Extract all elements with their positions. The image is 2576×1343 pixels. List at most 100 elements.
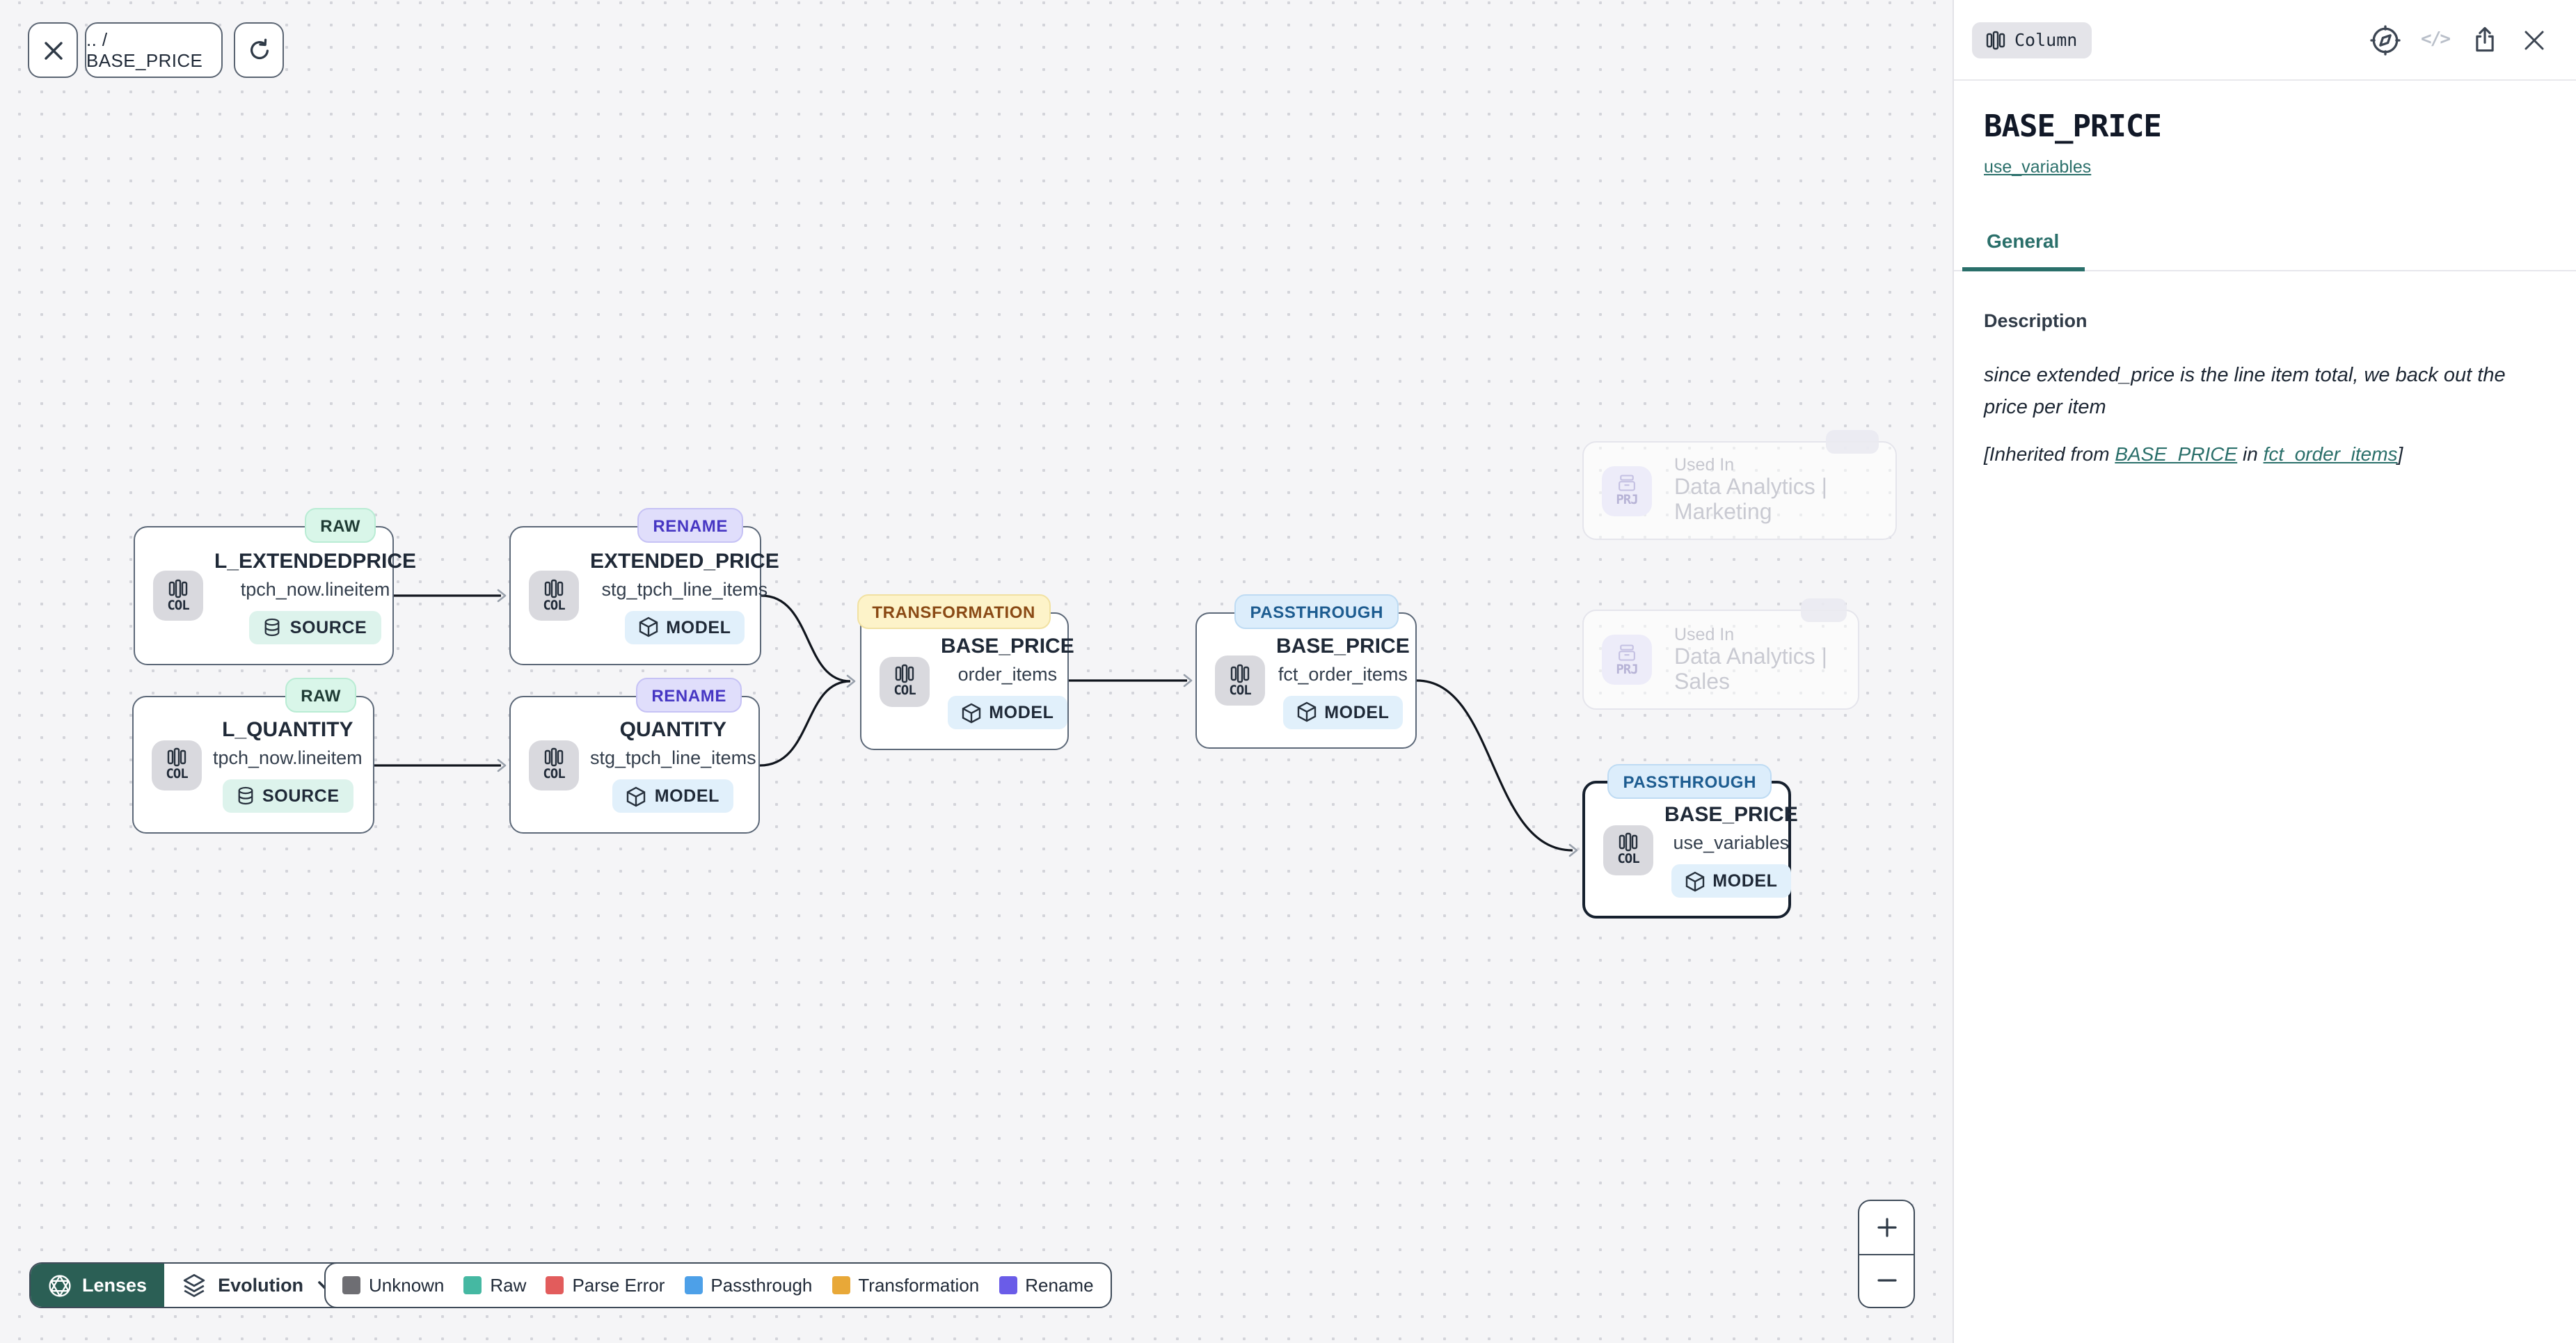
inherited-note: [Inherited from BASE_PRICE in fct_order_… xyxy=(1984,443,2403,465)
cube-icon xyxy=(1685,871,1704,891)
lens-selector-dropdown[interactable]: Evolution xyxy=(164,1264,351,1307)
zoom-controls xyxy=(1858,1200,1915,1308)
section-title: Description xyxy=(1984,310,2088,331)
node-title: BASE_PRICE xyxy=(941,635,1074,658)
close-icon xyxy=(44,41,62,59)
legend-item-rename: Rename xyxy=(999,1275,1094,1296)
model-link[interactable]: use_variables xyxy=(1984,157,2092,177)
legend-item-raw: Raw xyxy=(463,1275,526,1296)
column-icon: COL xyxy=(152,740,202,790)
refresh-icon xyxy=(250,38,269,59)
aperture-icon xyxy=(49,1274,71,1296)
breadcrumb[interactable]: .. / BASE_PRICE xyxy=(85,22,223,78)
legend-swatch xyxy=(463,1276,482,1294)
refresh-button[interactable] xyxy=(234,22,284,78)
column-icon xyxy=(1985,30,2005,49)
edge-type-badge: TRANSFORMATION xyxy=(857,594,1051,629)
description-text: since extended_price is the line item to… xyxy=(1984,365,2506,419)
minus-icon xyxy=(1877,1279,1896,1282)
column-icon: COL xyxy=(529,740,579,790)
legend-swatch xyxy=(342,1276,360,1294)
panel-tabs: General xyxy=(1953,230,2576,271)
legend-item-transformation: Transformation xyxy=(832,1275,979,1296)
view-code-button[interactable]: </> xyxy=(2421,29,2451,50)
legend-swatch xyxy=(832,1276,850,1294)
lineage-node-extended-price[interactable]: RENAME COL EXTENDED_PRICE stg_tpch_line_… xyxy=(509,508,779,665)
legend-swatch xyxy=(999,1276,1017,1294)
source-badge: SOURCE xyxy=(249,610,381,644)
used-in-value: Data Analytics | Marketing xyxy=(1674,476,1827,525)
lenses-control: Lenses Evolution xyxy=(29,1262,353,1308)
details-panel: Column </> xyxy=(1952,0,2576,1343)
lineage-node-base-price-use-variables[interactable]: PASSTHROUGH COL BASE_PRICE use_variables… xyxy=(1582,764,1798,919)
edge-type-badge: PASSTHROUGH xyxy=(1607,764,1772,799)
project-icon: PRJ xyxy=(1602,635,1652,685)
lineage-canvas[interactable]: .. / BASE_PRICE RAW COL L_EXTENDEDPRICE … xyxy=(0,0,1952,1343)
legend-item-passthrough: Passthrough xyxy=(684,1275,812,1296)
node-subtitle: tpch_now.lineitem xyxy=(213,747,363,768)
node-title: QUANTITY xyxy=(619,718,726,742)
inherited-column-link[interactable]: BASE_PRICE xyxy=(2115,443,2238,465)
code-icon: </> xyxy=(2421,29,2451,50)
model-badge: MODEL xyxy=(612,779,733,813)
breadcrumb-label: .. / BASE_PRICE xyxy=(86,29,203,71)
share-button[interactable] xyxy=(2470,25,2499,54)
model-badge: MODEL xyxy=(947,696,1068,729)
zoom-out-button[interactable] xyxy=(1859,1255,1914,1307)
lineage-node-base-price-fct-order-items[interactable]: PASSTHROUGH COL BASE_PRICE fct_order_ite… xyxy=(1195,594,1417,749)
entity-type-chip: Column xyxy=(1971,22,2092,58)
description-section: Description since extended_price is the … xyxy=(1953,271,2576,465)
column-icon: COL xyxy=(153,571,203,621)
lens-legend: Unknown Raw Parse Error Passthrough Tran… xyxy=(324,1262,1112,1308)
inherited-model-link[interactable]: fct_order_items xyxy=(2263,443,2398,465)
column-icon: COL xyxy=(1603,825,1653,875)
edge-type-badge: PASSTHROUGH xyxy=(1234,594,1399,629)
database-icon xyxy=(237,786,253,805)
used-in-value: Data Analytics | Sales xyxy=(1674,645,1827,694)
model-badge: MODEL xyxy=(624,610,745,644)
column-icon: COL xyxy=(529,571,579,621)
legend-swatch xyxy=(546,1276,564,1294)
tab-general[interactable]: General xyxy=(1962,230,2085,271)
explore-button[interactable] xyxy=(2369,24,2400,55)
faded-badge xyxy=(1826,430,1879,454)
cube-icon xyxy=(962,702,980,723)
lineage-node-quantity[interactable]: RENAME COL QUANTITY stg_tpch_line_items … xyxy=(509,678,760,834)
node-title: L_QUANTITY xyxy=(222,718,353,742)
details-panel-header: Column </> xyxy=(1953,0,2576,81)
node-title: L_EXTENDEDPRICE xyxy=(214,549,417,573)
edge-type-badge: RAW xyxy=(305,508,376,543)
legend-swatch xyxy=(684,1276,703,1294)
lenses-label: Lenses xyxy=(82,1275,148,1296)
zoom-in-button[interactable] xyxy=(1859,1201,1914,1255)
share-icon xyxy=(2476,26,2494,52)
node-subtitle: tpch_now.lineitem xyxy=(240,578,390,599)
edge-type-badge: RENAME xyxy=(637,508,743,543)
node-title: BASE_PRICE xyxy=(1664,803,1798,827)
node-subtitle: order_items xyxy=(957,664,1058,685)
used-in-card-sales[interactable]: PRJ Used In Data Analytics | Sales xyxy=(1582,598,1859,710)
close-icon xyxy=(2525,30,2544,49)
legend-item-unknown: Unknown xyxy=(342,1275,444,1296)
cube-icon xyxy=(639,617,658,637)
database-icon xyxy=(265,617,280,636)
model-badge: MODEL xyxy=(1671,864,1792,898)
panel-actions: </> xyxy=(2369,24,2548,55)
lenses-button[interactable]: Lenses xyxy=(31,1264,164,1307)
layers-icon xyxy=(182,1273,205,1297)
faded-badge xyxy=(1801,598,1847,622)
close-panel-button[interactable] xyxy=(2520,26,2548,54)
lineage-node-l-quantity[interactable]: RAW COL L_QUANTITY tpch_now.lineitem SOU… xyxy=(132,678,374,834)
node-title: EXTENDED_PRICE xyxy=(590,549,779,573)
lens-selected-label: Evolution xyxy=(218,1275,304,1296)
used-in-label: Used In xyxy=(1674,455,1735,475)
node-subtitle: stg_tpch_line_items xyxy=(590,747,756,768)
lineage-node-l-extendedprice[interactable]: RAW COL L_EXTENDEDPRICE tpch_now.lineite… xyxy=(134,508,416,665)
close-lineage-button[interactable] xyxy=(28,22,78,78)
lineage-node-base-price-order-items[interactable]: TRANSFORMATION COL BASE_PRICE order_item… xyxy=(857,594,1074,750)
plus-icon xyxy=(1877,1217,1896,1237)
used-in-card-marketing[interactable]: PRJ Used In Data Analytics | Marketing xyxy=(1582,430,1897,540)
legend-item-parse-error: Parse Error xyxy=(546,1275,665,1296)
cube-icon xyxy=(1297,701,1316,722)
